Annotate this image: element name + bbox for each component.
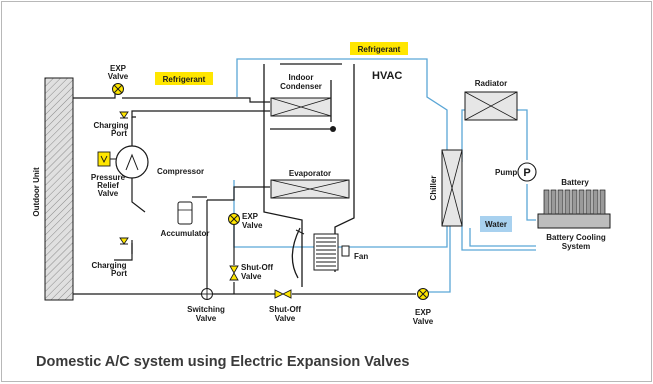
svg-text:Pressure: Pressure: [91, 173, 126, 182]
svg-text:Pump: Pump: [495, 168, 517, 177]
battery: Battery Battery Cooling System: [537, 178, 611, 251]
outdoor-unit: Outdoor Unit: [32, 77, 74, 301]
svg-text:Radiator: Radiator: [475, 79, 507, 88]
svg-text:EXP: EXP: [415, 308, 432, 317]
pressure-relief-valve: Pressure Relief Valve: [91, 151, 126, 198]
svg-text:Battery: Battery: [561, 178, 589, 187]
svg-text:Refrigerant: Refrigerant: [358, 45, 401, 54]
exp-valve-top-label-1: EXP: [110, 64, 127, 73]
exp-valve-top-label-2: Valve: [108, 72, 129, 81]
svg-text:Shut-Off: Shut-Off: [241, 263, 273, 272]
pump-symbol: P: [523, 167, 530, 179]
svg-text:Valve: Valve: [241, 272, 262, 281]
diagram-caption: Domestic A/C system using Electric Expan…: [36, 354, 410, 370]
svg-text:Switching: Switching: [187, 305, 225, 314]
svg-text:Refrigerant: Refrigerant: [163, 75, 206, 84]
svg-text:Fan: Fan: [354, 252, 368, 261]
svg-text:Shut-Off: Shut-Off: [269, 305, 301, 314]
exp-valve-mid: EXP Valve: [228, 212, 263, 230]
charging-port-top: Charging Port: [93, 111, 129, 138]
svg-text:Accumulator: Accumulator: [161, 229, 210, 238]
shutoff-valve-vertical: Shut-Off Valve: [229, 263, 273, 281]
svg-text:Relief: Relief: [97, 181, 119, 190]
svg-text:Valve: Valve: [242, 221, 263, 230]
svg-text:Compressor: Compressor: [157, 167, 204, 176]
svg-text:Charging: Charging: [93, 121, 128, 130]
svg-text:Valve: Valve: [275, 314, 296, 323]
compressor: Compressor: [115, 145, 204, 179]
svg-text:Indoor: Indoor: [289, 73, 314, 82]
refrigerant-tag-left: Refrigerant: [155, 72, 213, 85]
svg-text:Port: Port: [111, 269, 127, 278]
exp-valve-top: EXP Valve: [108, 64, 129, 95]
fan: Fan: [291, 227, 368, 279]
water-tag: Water: [480, 216, 512, 232]
pump: P Pump: [495, 162, 537, 182]
svg-text:Evaporator: Evaporator: [289, 169, 331, 178]
hvac-label: HVAC: [372, 70, 402, 82]
svg-text:Valve: Valve: [98, 189, 119, 198]
chiller: Chiller: [429, 149, 463, 227]
refrigerant-tag-top: Refrigerant: [350, 42, 408, 55]
radiator: Radiator: [464, 79, 518, 121]
evaporator: Evaporator: [270, 169, 350, 199]
svg-text:Port: Port: [111, 129, 127, 138]
exp-valve-bottom: EXP Valve: [413, 288, 434, 326]
switching-valve: Switching Valve: [187, 288, 225, 323]
charging-port-bottom: Charging Port: [91, 237, 129, 278]
outdoor-unit-label: Outdoor Unit: [32, 167, 41, 217]
shutoff-valve-bottom: Shut-Off Valve: [269, 289, 301, 323]
indoor-condenser: Indoor Condenser: [270, 73, 336, 132]
svg-text:Valve: Valve: [413, 317, 434, 326]
svg-text:EXP: EXP: [242, 212, 259, 221]
svg-text:Chiller: Chiller: [429, 176, 438, 201]
svg-text:Charging: Charging: [91, 261, 126, 270]
svg-text:Battery Cooling: Battery Cooling: [546, 233, 606, 242]
svg-text:Valve: Valve: [196, 314, 217, 323]
accumulator: Accumulator: [161, 201, 210, 238]
svg-text:Condenser: Condenser: [280, 82, 322, 91]
svg-text:Water: Water: [485, 220, 507, 229]
svg-text:System: System: [562, 242, 590, 251]
